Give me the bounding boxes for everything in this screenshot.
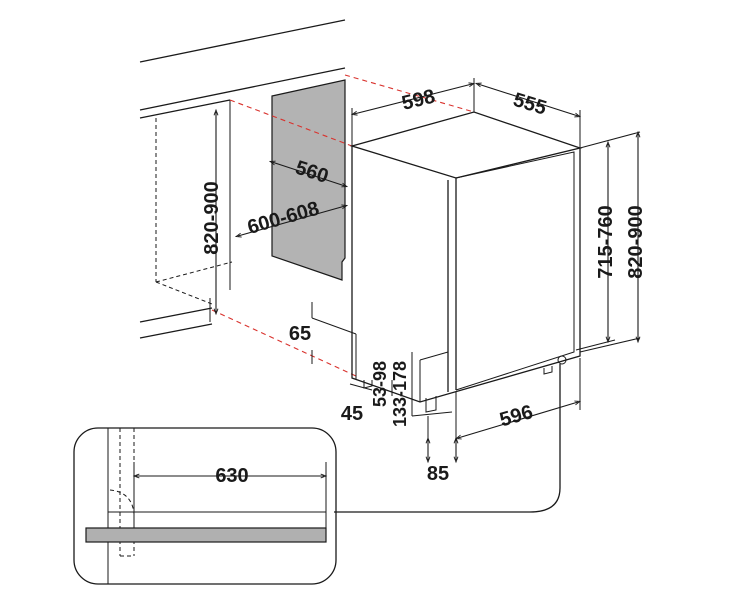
- door-swing-clearance-label: 630: [215, 465, 248, 487]
- foot-range-front-label: 53-98: [370, 361, 390, 407]
- base-offset-label: 85: [427, 463, 449, 485]
- door-clearance-detail: [73, 364, 561, 585]
- base-width-label: 596: [497, 401, 535, 431]
- appliance-width-label: 598: [400, 85, 438, 114]
- appliance-depth-label: 555: [511, 89, 549, 120]
- cavity-height-label: 820-900: [201, 181, 223, 254]
- plinth-offset-label: 45: [341, 403, 363, 425]
- left-cabinet-outline: [155, 100, 233, 305]
- foot-range-rear-label: 133-178: [390, 361, 410, 427]
- worktop: [139, 19, 346, 339]
- dimension-lines: [209, 78, 640, 460]
- appliance-height-label: 820-900: [625, 205, 647, 278]
- plinth-height-label: 65: [289, 323, 311, 345]
- door-height-label: 715-760: [595, 205, 617, 278]
